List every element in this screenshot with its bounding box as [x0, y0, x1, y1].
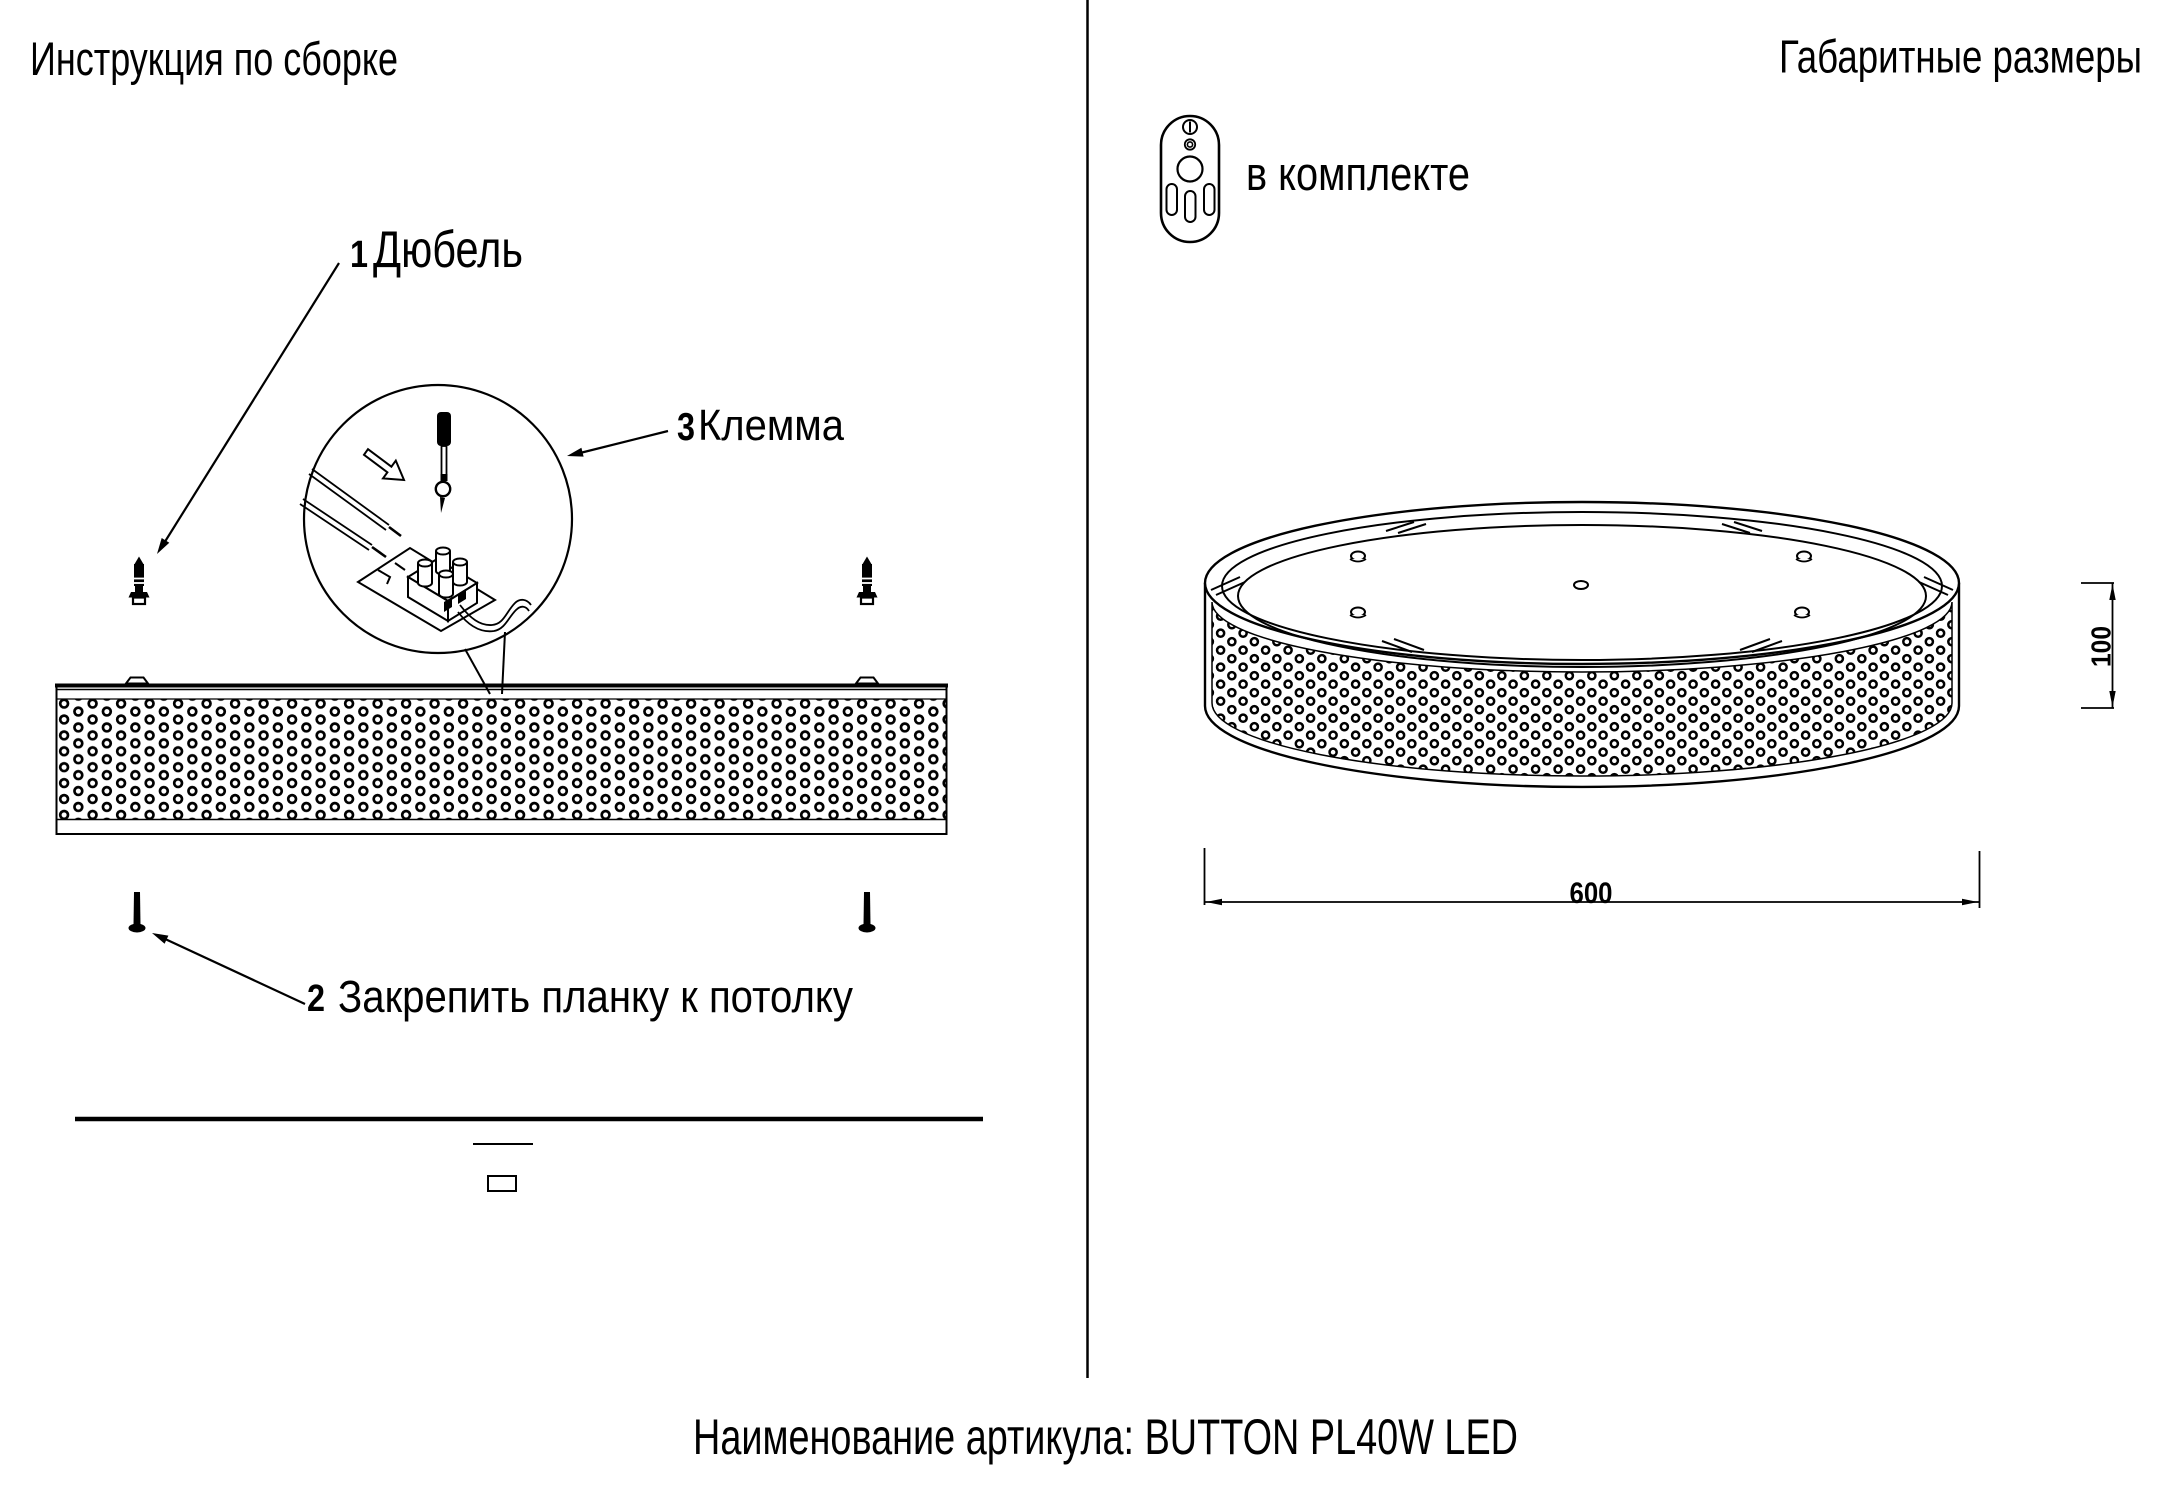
svg-text:Габаритные размеры: Габаритные размеры	[1779, 31, 2142, 83]
svg-text:Клемма: Клемма	[698, 402, 845, 450]
svg-text:2: 2	[307, 978, 325, 1020]
svg-text:100: 100	[2086, 626, 2117, 667]
svg-text:Закрепить планку к потолку: Закрепить планку к потолку	[338, 971, 853, 1022]
svg-text:1: 1	[350, 234, 368, 276]
svg-text:Дюбель: Дюбель	[373, 221, 523, 279]
svg-text:3: 3	[677, 406, 695, 449]
svg-text:600: 600	[1570, 877, 1613, 910]
svg-text:Инструкция по сборке: Инструкция по сборке	[30, 32, 398, 85]
svg-text:Наименование артикула: BUTTON: Наименование артикула: BUTTON PL40W LED	[693, 1409, 1518, 1465]
svg-text:в комплекте: в комплекте	[1246, 147, 1470, 200]
